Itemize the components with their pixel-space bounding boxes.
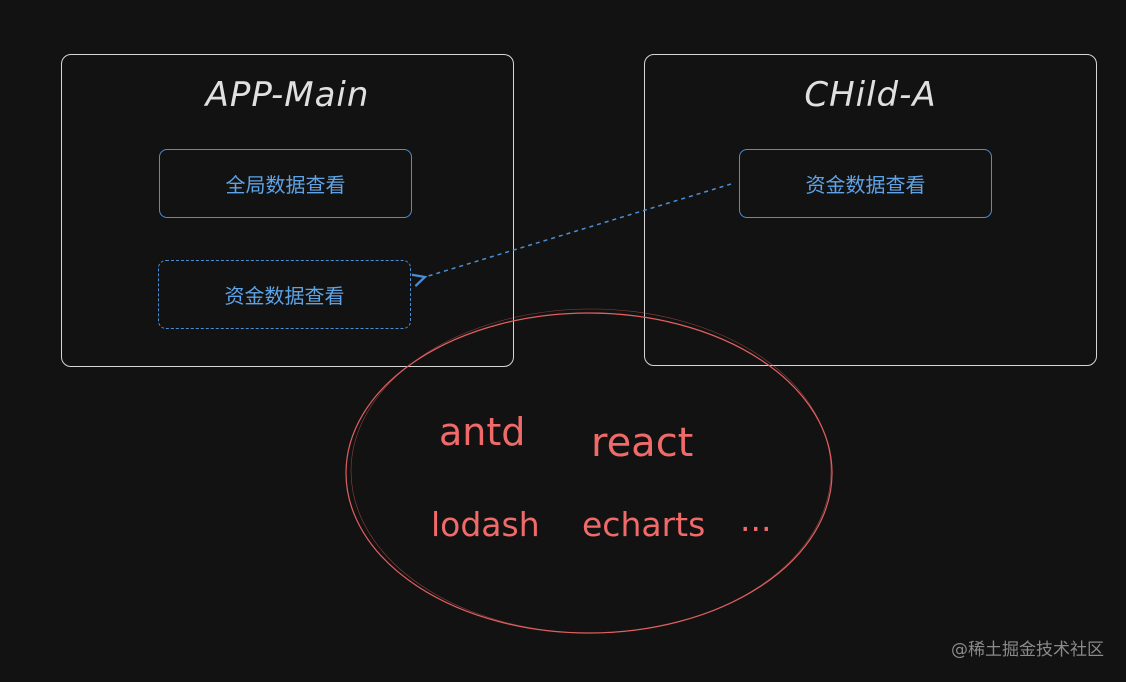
lib-lodash: lodash [431,505,540,544]
lib-antd: antd [439,410,526,454]
lib-react: react [591,420,694,466]
lib-echarts: echarts [582,505,706,544]
fund-data-view-main-node: 资金数据查看 [158,260,411,329]
app-main-frame: APP-Main [61,54,514,367]
app-main-title: APP-Main [205,75,370,115]
global-data-view-node: 全局数据查看 [159,149,412,218]
fund-data-view-child-node: 资金数据查看 [739,149,992,218]
lib-ellipsis: ... [740,500,772,539]
child-a-title: CHild-A [804,75,937,115]
watermark: @稀土掘金技术社区 [951,640,1104,660]
